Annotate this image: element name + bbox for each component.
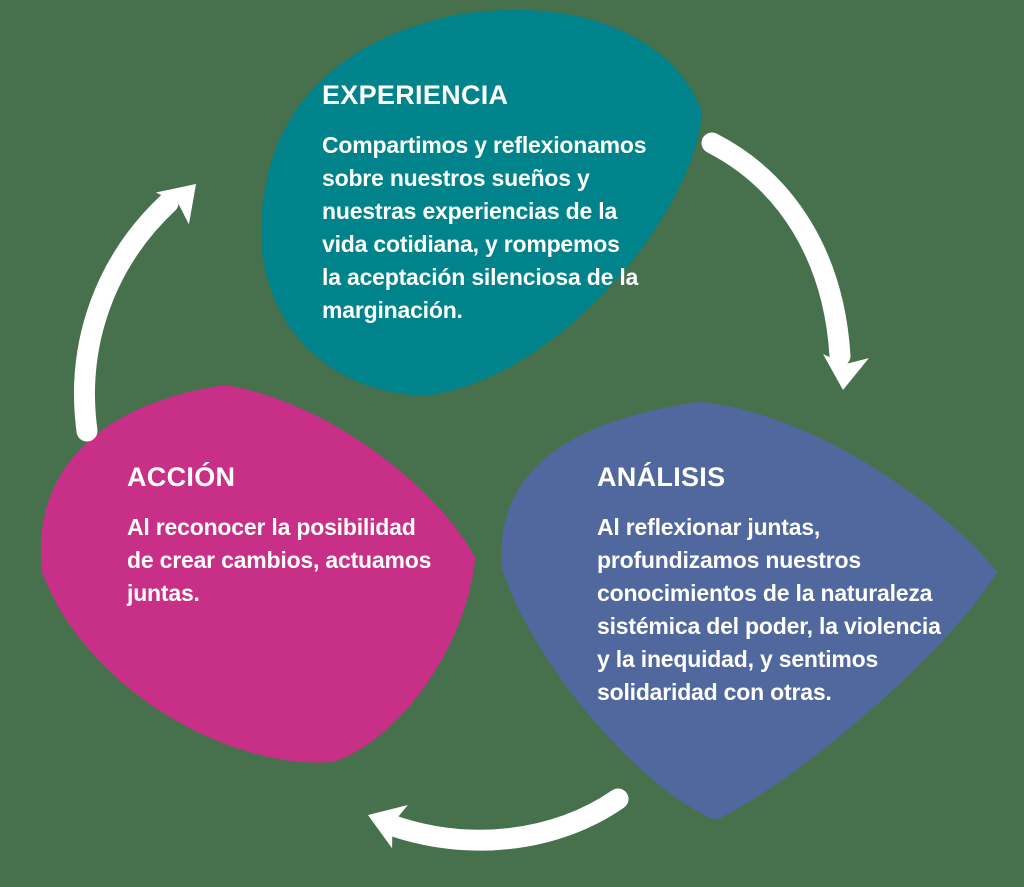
experiencia-label-group: EXPERIENCIA Compartimos y reflexionamos … (322, 80, 647, 327)
arrow-curve-right (701, 132, 851, 367)
accion-body: Al reconocer la posibilidad de crear cam… (127, 514, 432, 606)
arrowhead-left-icon (368, 805, 408, 849)
experiencia-blob (261, 9, 702, 397)
arrowhead-down-icon (823, 354, 869, 390)
arrow-analisis-to-accion (368, 788, 629, 851)
accion-title: ACCIÓN (127, 462, 236, 492)
analisis-label-group: ANÁLISIS Al reflexionar juntas, profundi… (597, 462, 941, 709)
experiencia-title: EXPERIENCIA (322, 80, 509, 110)
analisis-body: Al reflexionar juntas, profundizamos nue… (597, 514, 941, 705)
experiencia-body: Compartimos y reflexionamos sobre nuestr… (322, 132, 647, 323)
arrow-accion-to-experiencia (74, 184, 196, 442)
arrow-curve-left (74, 192, 179, 442)
arrowhead-up-right-icon (155, 184, 196, 225)
analisis-title: ANÁLISIS (597, 462, 726, 492)
arrow-experiencia-to-analisis (701, 132, 869, 390)
analisis-blob (501, 402, 997, 820)
accion-label-group: ACCIÓN Al reconocer la posibilidad de cr… (127, 462, 431, 610)
arrow-curve-bottom (377, 788, 629, 851)
accion-blob (40, 385, 475, 763)
